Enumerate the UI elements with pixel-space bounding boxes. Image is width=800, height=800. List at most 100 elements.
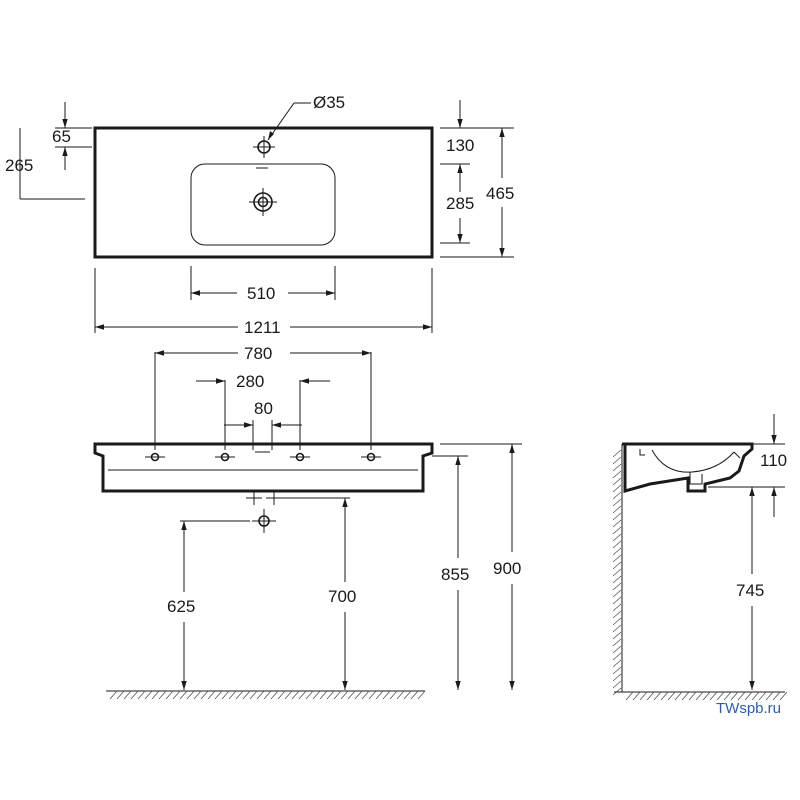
hatch-stroke: [612, 533, 622, 542]
hatch-stroke: [751, 691, 760, 701]
hatch-stroke: [130, 690, 139, 700]
hatch-stroke: [612, 477, 622, 486]
hatch-stroke: [737, 691, 746, 701]
hatch-stroke: [396, 690, 405, 700]
hatch-stroke: [612, 512, 622, 521]
hatch-stroke: [744, 691, 753, 701]
hatch-stroke: [716, 691, 725, 701]
hatch-stroke: [612, 617, 622, 626]
hatch-stroke: [382, 690, 391, 700]
basin-outline-top: [93, 126, 434, 259]
hatch-stroke: [612, 603, 622, 612]
hatch-stroke: [612, 638, 622, 647]
hatch-stroke: [179, 690, 188, 700]
dim-700-label: 700: [328, 587, 356, 606]
hatch-stroke: [639, 691, 648, 701]
hatch-stroke: [151, 690, 160, 700]
floor-hatch-front: [109, 690, 426, 700]
dim-900-label: 900: [493, 559, 521, 578]
dim-510-label: 510: [247, 284, 275, 303]
hatch-stroke: [319, 690, 328, 700]
hatch-stroke: [109, 690, 118, 700]
hatch-stroke: [612, 659, 622, 668]
hatch-stroke: [207, 690, 216, 700]
hole-diameter-label: Ø35: [313, 93, 345, 112]
hatch-stroke: [612, 610, 622, 619]
hatch-stroke: [702, 691, 711, 701]
hatch-stroke: [354, 690, 363, 700]
hatch-stroke: [612, 554, 622, 563]
hatch-stroke: [200, 690, 209, 700]
tap-hole-positions: [145, 452, 381, 462]
hatch-stroke: [612, 470, 622, 479]
hatch-stroke: [765, 691, 774, 701]
hatch-stroke: [333, 690, 342, 700]
dim-265-label: 265: [5, 156, 33, 175]
hatch-stroke: [116, 690, 125, 700]
hatch-stroke: [326, 690, 335, 700]
hatch-stroke: [612, 666, 622, 675]
hatch-stroke: [660, 691, 669, 701]
hatch-stroke: [284, 690, 293, 700]
dim-780-label: 780: [244, 344, 272, 363]
hatch-stroke: [172, 690, 181, 700]
hatch-stroke: [193, 690, 202, 700]
hatch-stroke: [165, 690, 174, 700]
hatch-stroke: [612, 540, 622, 549]
dim-745-label: 745: [736, 581, 764, 600]
hatch-stroke: [123, 690, 132, 700]
hatch-stroke: [612, 582, 622, 591]
hatch-stroke: [723, 691, 732, 701]
hatch-stroke: [298, 690, 307, 700]
hatch-stroke: [144, 690, 153, 700]
waste-inlet-markers: [246, 491, 282, 505]
hatch-stroke: [270, 690, 279, 700]
hatch-stroke: [612, 673, 622, 682]
hatch-stroke: [646, 691, 655, 701]
hatch-stroke: [389, 690, 398, 700]
hatch-stroke: [361, 690, 370, 700]
hatch-stroke: [340, 690, 349, 700]
hatch-stroke: [653, 691, 662, 701]
hatch-stroke: [612, 596, 622, 605]
waste-outlet-symbol: [252, 509, 276, 533]
wall-hatch: [612, 449, 622, 696]
hatch-stroke: [709, 691, 718, 701]
hatch-stroke: [417, 690, 426, 700]
hatch-stroke: [214, 690, 223, 700]
dim-1211-label: 1211: [244, 318, 281, 337]
hatch-stroke: [375, 690, 384, 700]
dim-80-label: 80: [254, 399, 273, 418]
dim-625-label: 625: [167, 597, 195, 616]
drain-symbol: [249, 188, 277, 216]
hatch-stroke: [612, 484, 622, 493]
dim-110-label: 110: [760, 451, 787, 470]
hatch-stroke: [305, 690, 314, 700]
hatch-stroke: [403, 690, 412, 700]
dim-280-label: 280: [236, 372, 264, 391]
dim-465-label: 465: [486, 184, 514, 203]
hatch-stroke: [368, 690, 377, 700]
hatch-stroke: [312, 690, 321, 700]
hatch-stroke: [612, 624, 622, 633]
basin-outline-side: [622, 442, 754, 493]
watermark: TWspb.ru: [716, 700, 781, 717]
dim-65-label: 65: [52, 127, 71, 146]
hatch-stroke: [758, 691, 767, 701]
floor-hatch-side: [625, 691, 788, 701]
hatch-stroke: [772, 691, 781, 701]
hatch-stroke: [410, 690, 419, 700]
hatch-stroke: [612, 645, 622, 654]
hatch-stroke: [137, 690, 146, 700]
hatch-stroke: [263, 690, 272, 700]
hatch-stroke: [186, 690, 195, 700]
hatch-stroke: [612, 498, 622, 507]
hatch-stroke: [612, 631, 622, 640]
hatch-stroke: [256, 690, 265, 700]
hatch-stroke: [625, 691, 634, 701]
hatch-stroke: [612, 568, 622, 577]
hatch-stroke: [688, 691, 697, 701]
hatch-stroke: [674, 691, 683, 701]
basin-outline-front: [93, 442, 434, 493]
